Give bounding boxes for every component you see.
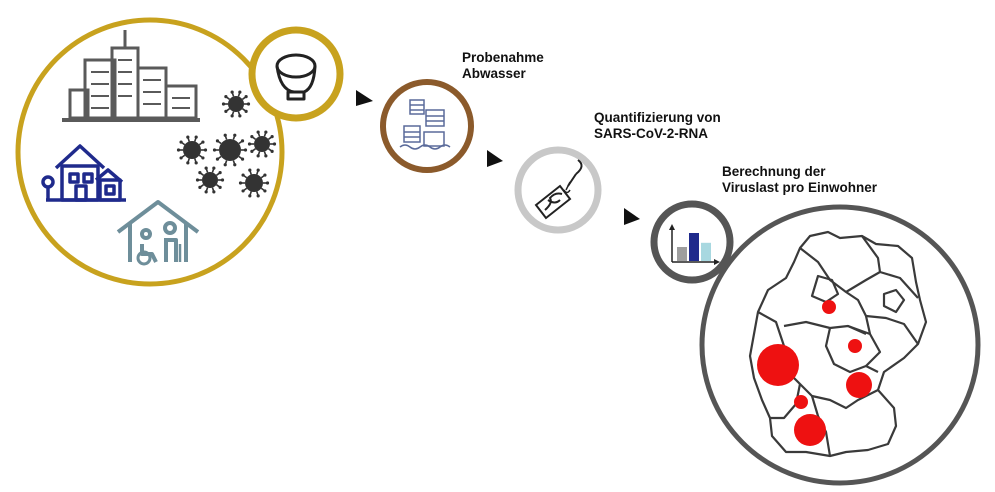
sampling-label: Probenahme Abwasser	[462, 50, 544, 82]
hotspot-south-large	[794, 414, 826, 446]
virus-particle	[195, 166, 225, 194]
hotspot-east	[846, 372, 872, 398]
calculation-label: Berechnung der Viruslast pro Einwohner	[722, 164, 877, 196]
hotspot-southwest-small	[794, 395, 808, 409]
bar-2	[689, 233, 699, 261]
bar-chart-icon	[669, 224, 720, 265]
hotspot-markers	[757, 300, 872, 446]
calculation-label-line-2: Viruslast pro Einwohner	[722, 180, 878, 195]
calculation-label-line-1: Berechnung der	[722, 164, 826, 179]
arrow-3	[624, 208, 640, 225]
hotspot-center	[848, 339, 862, 353]
virus-particle	[212, 133, 248, 167]
virus-particle	[247, 130, 277, 158]
city-buildings-icon	[62, 30, 200, 122]
hotspot-west-large	[757, 344, 799, 386]
germany-map-icon	[748, 230, 928, 458]
lab-ring	[514, 146, 602, 234]
house-icon	[41, 144, 126, 202]
hotspot-north	[822, 300, 836, 314]
arrow-1	[356, 90, 373, 106]
arrow-2	[487, 150, 503, 167]
bar-1	[677, 247, 687, 261]
sampling-label-line-2: Abwasser	[462, 66, 526, 81]
virus-particle	[221, 90, 251, 118]
virus-icon	[176, 90, 277, 198]
map-ring	[699, 204, 981, 486]
toilet-icon	[275, 53, 317, 101]
sampling-label-line-1: Probenahme	[462, 50, 544, 65]
quantification-label-line-1: Quantifizierung von	[594, 110, 721, 125]
bar-3	[701, 242, 711, 261]
quantification-label: Quantifizierung von SARS-CoV-2-RNA	[594, 110, 721, 142]
community-ring	[15, 17, 285, 287]
virus-particle	[176, 135, 208, 165]
toilet-ring	[248, 26, 344, 122]
virus-particle	[238, 168, 270, 198]
care-home-icon	[116, 200, 200, 266]
wastewater-plant-icon	[399, 99, 451, 150]
dna-test-tube-icon	[534, 159, 583, 220]
quantification-label-line-2: SARS-CoV-2-RNA	[594, 126, 709, 141]
